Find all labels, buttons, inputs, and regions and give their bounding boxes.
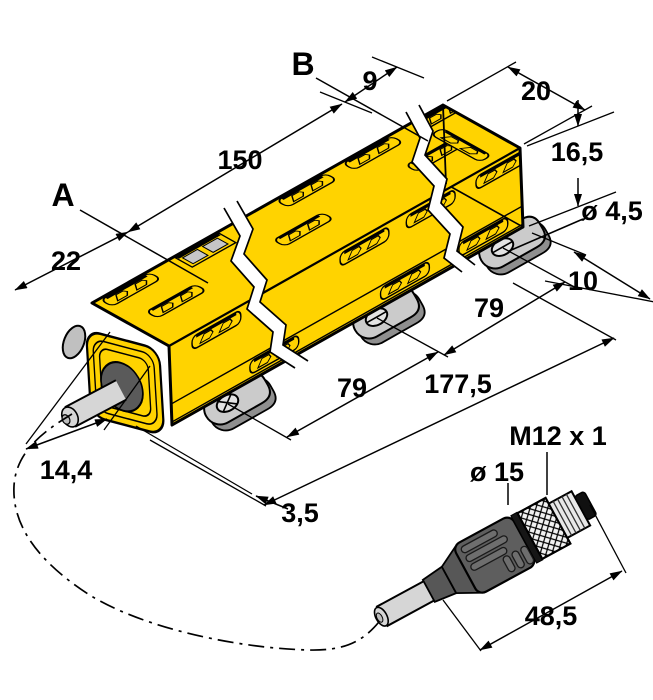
cable-gland-back xyxy=(61,324,87,360)
label-9: 9 xyxy=(362,66,377,96)
dim-177-5-line xyxy=(263,337,615,506)
dim-10-line xyxy=(573,251,651,300)
mounting-tab-left xyxy=(197,366,281,439)
break-line-2 xyxy=(405,104,476,273)
end-cap xyxy=(60,331,165,434)
top-face-slots xyxy=(98,105,494,320)
label-ref-b: B xyxy=(291,46,314,82)
dim-22-line xyxy=(14,231,129,291)
dim-150-line xyxy=(127,103,343,233)
top-front-edge xyxy=(168,147,521,347)
label-ref-a: A xyxy=(51,177,74,213)
label-10: 10 xyxy=(568,266,598,296)
label-hole-dia: ø 4,5 xyxy=(581,196,643,226)
leader-a xyxy=(79,209,209,284)
label-48-5: 48,5 xyxy=(525,601,578,631)
mounting-tab-right xyxy=(472,210,556,283)
led-window-1 xyxy=(181,248,209,265)
led-window-2 xyxy=(201,237,229,253)
cable-loop xyxy=(13,413,383,651)
leader-b xyxy=(315,77,429,142)
mounting-tab-middle xyxy=(346,280,430,353)
leader-hole-dia xyxy=(508,218,584,252)
label-16-5: 16,5 xyxy=(551,137,604,167)
label-20: 20 xyxy=(521,76,551,106)
end-back-edge xyxy=(442,104,447,185)
text-labels: A B 150 22 9 20 16,5 ø 4,5 10 79 79 177,… xyxy=(40,46,643,631)
m12-connector xyxy=(373,489,597,628)
label-conn-dia: ø 15 xyxy=(470,457,524,487)
label-79-left: 79 xyxy=(337,373,367,403)
dim-48-5-line xyxy=(479,570,623,651)
leader-lines xyxy=(79,77,584,505)
label-thread: M12 x 1 xyxy=(509,421,607,451)
dim-3-5-line xyxy=(255,495,289,510)
dim-9-line xyxy=(344,66,398,103)
label-79-right: 79 xyxy=(474,293,504,323)
dim-20-line xyxy=(507,66,586,111)
label-22: 22 xyxy=(51,246,81,276)
label-3-5: 3,5 xyxy=(281,498,319,528)
led-window-strip xyxy=(174,232,238,268)
label-150: 150 xyxy=(217,145,262,175)
label-14-4: 14,4 xyxy=(40,455,93,485)
connector-cable xyxy=(373,578,439,628)
dimension-lines xyxy=(14,66,651,651)
label-177-5: 177,5 xyxy=(424,369,492,399)
dim-14-4-line xyxy=(25,418,108,450)
